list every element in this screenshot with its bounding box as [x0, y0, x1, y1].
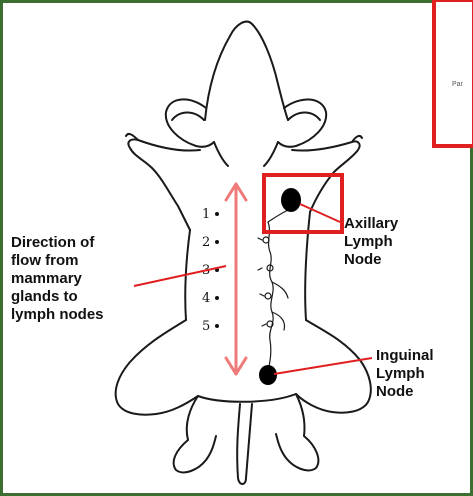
direction-line-1: Direction of	[11, 234, 95, 251]
axillary-node-group	[264, 175, 342, 232]
direction-line-3: mammary	[11, 270, 83, 287]
inset-label: Par	[452, 81, 464, 88]
gland-number-2: 2	[202, 235, 210, 250]
direction-line-4: glands to	[11, 288, 78, 305]
axillary-line-3: Node	[344, 251, 382, 268]
inset-panel: Par	[434, 0, 473, 146]
gland-dot-5	[215, 324, 219, 328]
inguinal-label: Inguinal Lymph Node	[376, 347, 434, 400]
gland-dot-4	[215, 296, 219, 300]
axillary-pointer	[300, 204, 340, 222]
gland-number-5: 5	[202, 319, 210, 334]
axillary-highlight-box	[264, 175, 342, 232]
inguinal-node-group	[259, 358, 372, 385]
axillary-line-1: Axillary	[344, 215, 399, 232]
inguinal-line-1: Inguinal	[376, 347, 434, 364]
direction-label: Direction of flow from mammary glands to…	[11, 234, 104, 323]
gland-dot-1	[215, 212, 219, 216]
inguinal-line-3: Node	[376, 383, 414, 400]
direction-line-2: flow from	[11, 252, 79, 269]
axillary-lymph-node	[281, 188, 301, 212]
axillary-line-2: Lymph	[344, 233, 393, 250]
gland-number-4: 4	[202, 291, 210, 306]
inguinal-line-2: Lymph	[376, 365, 425, 382]
direction-line-5: lymph nodes	[11, 306, 104, 323]
inguinal-pointer	[274, 358, 372, 374]
axillary-label: Axillary Lymph Node	[344, 215, 399, 268]
gland-number-1: 1	[202, 207, 210, 222]
flow-direction-arrow	[226, 184, 246, 374]
direction-pointer	[134, 266, 226, 286]
inguinal-lymph-node	[259, 365, 277, 385]
gland-dot-2	[215, 240, 219, 244]
mammary-gland-chain	[258, 210, 288, 372]
mouse-outline	[116, 22, 371, 484]
